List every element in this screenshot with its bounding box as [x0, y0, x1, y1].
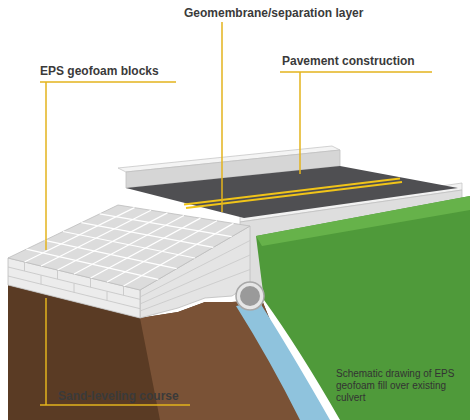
grid-line	[91, 218, 201, 278]
leader-line	[221, 22, 223, 212]
leader-line	[40, 404, 190, 406]
figure-caption: Schematic drawing of EPS geofoam fill ov…	[336, 368, 464, 404]
callout-label: Pavement construction	[282, 54, 415, 68]
grid-line	[90, 278, 91, 287]
leader-line	[299, 72, 301, 174]
grid-line	[123, 286, 124, 295]
grid-line	[107, 221, 217, 282]
grid-line	[58, 213, 168, 270]
grid-line	[24, 262, 25, 271]
geofoam-top	[8, 205, 250, 290]
grid-line	[8, 276, 140, 309]
grid-line	[25, 208, 135, 262]
callout-label: EPS geofoam blocks	[40, 64, 159, 78]
leader-line	[280, 71, 432, 73]
grid-line	[41, 275, 42, 284]
grid-line	[8, 267, 140, 299]
culvert-opening	[240, 286, 260, 306]
block-grid	[8, 208, 250, 311]
grid-line	[140, 270, 250, 312]
embankment-top	[256, 196, 470, 246]
stream	[236, 303, 330, 420]
leader-line	[45, 82, 47, 250]
grid-line	[74, 216, 184, 275]
callout-label: Geomembrane/separation layer	[184, 6, 363, 20]
grid-line	[140, 241, 250, 298]
grid-line	[74, 283, 75, 292]
grid-line	[124, 223, 234, 286]
center-line	[184, 179, 400, 205]
grid-line	[140, 255, 250, 304]
center-line	[186, 182, 402, 208]
grid-line	[41, 210, 151, 266]
leader-line	[45, 298, 47, 405]
leader-line	[40, 81, 176, 83]
grid-line	[57, 270, 58, 279]
culvert-pipe	[236, 282, 264, 310]
callout-label: Sand-leveling course	[58, 389, 179, 403]
grid-line	[107, 291, 108, 300]
